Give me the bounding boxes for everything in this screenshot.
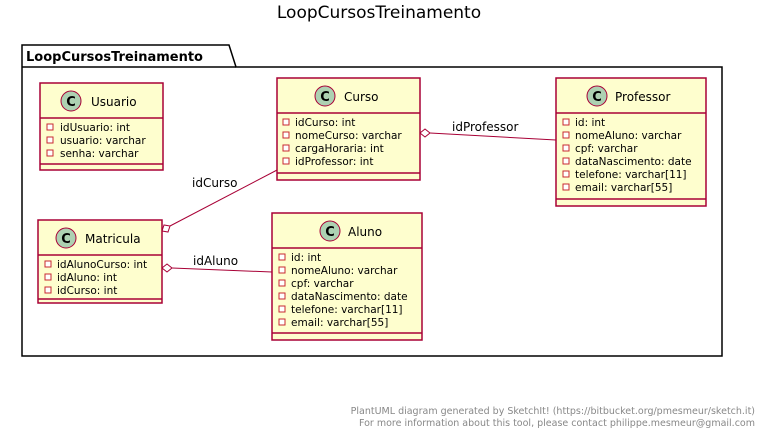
private-visibility-icon [562,118,570,126]
attribute: cargaHoraria: int [295,143,384,155]
private-visibility-icon [278,279,286,287]
attribute: idUsuario: int [60,122,130,134]
class-box [39,82,164,171]
diagram-title: LoopCursosTreinamento [277,3,481,23]
class-name: Usuario [91,95,137,109]
attribute: idCurso: int [295,117,355,129]
footer-line-1: PlantUML diagram generated by SketchIt! … [351,406,755,417]
private-visibility-icon [46,149,54,157]
class-professor: C Professor id: int nomeAluno: varchar c… [555,77,707,207]
class-name: Curso [344,90,379,104]
private-visibility-icon [278,305,286,313]
aggregation-diamond-matricula-curso [161,224,171,233]
private-visibility-icon [282,144,290,152]
private-visibility-icon [282,131,290,139]
class-badge-icon [586,85,608,107]
private-visibility-icon [282,118,290,126]
package-frame [21,44,723,357]
aggregation-diamond-curso [419,128,431,138]
class-badge-letter: C [66,95,76,110]
class-usuario: C Usuario idUsuario: int usuario: varcha… [39,82,164,171]
class-name: Matricula [85,232,141,246]
class-matricula: C Matricula idAlunoCurso: int idAluno: i… [37,219,163,304]
class-box [276,77,421,181]
package: LoopCursosTreinamento [21,44,723,357]
class-badge-letter: C [325,225,335,240]
attribute: telefone: varchar[11] [291,304,403,316]
private-visibility-icon [278,318,286,326]
attribute: cpf: varchar [575,143,638,155]
relations: idProfessor idCurso idAluno [161,120,557,273]
attribute: nomeAluno: varchar [575,130,682,142]
attribute: dataNascimento: date [291,291,408,303]
class-badge-icon [314,85,336,107]
class-badge-icon [60,90,82,112]
private-visibility-icon [44,260,52,268]
relation-label-idaluno: idAluno [193,254,238,268]
relation-label-idprofessor: idProfessor [452,120,518,134]
attribute: id: int [575,117,605,129]
attribute: email: varchar[55] [575,182,672,194]
private-visibility-icon [562,157,570,165]
private-visibility-icon [562,131,570,139]
attribute: idAluno: int [57,272,117,284]
private-visibility-icon [278,292,286,300]
attribute: idProfessor: int [295,156,373,168]
attribute: email: varchar[55] [291,317,388,329]
aggregation-diamond-matricula-aluno [161,263,173,273]
class-aluno: C Aluno id: int nomeAluno: varchar cpf: … [271,212,423,341]
class-curso: C Curso idCurso: int nomeCurso: varchar … [276,77,421,181]
class-name: Aluno [348,225,382,239]
attribute: cpf: varchar [291,278,354,290]
edge-matricula-aluno [171,267,273,273]
attribute: idAlunoCurso: int [57,259,147,271]
private-visibility-icon [562,144,570,152]
private-visibility-icon [44,286,52,294]
private-visibility-icon [46,136,54,144]
class-badge-icon [55,227,77,249]
attribute: senha: varchar [60,148,139,160]
private-visibility-icon [282,157,290,165]
private-visibility-icon [562,183,570,191]
attribute: nomeAluno: varchar [291,265,398,277]
private-visibility-icon [278,253,286,261]
attribute: id: int [291,252,321,264]
private-visibility-icon [278,266,286,274]
relation-label-idcurso: idCurso [192,176,237,190]
private-visibility-icon [562,170,570,178]
class-box [555,77,707,207]
attribute: telefone: varchar[11] [575,169,687,181]
footer-line-2: For more information about this tool, pl… [359,418,755,429]
attribute: idCurso: int [57,285,117,297]
class-badge-letter: C [592,90,602,105]
private-visibility-icon [44,273,52,281]
edge-matricula-curso [169,168,280,227]
class-box [271,212,423,341]
attribute: nomeCurso: varchar [295,130,402,142]
class-name: Professor [615,90,670,104]
class-badge-letter: C [320,90,330,105]
class-badge-icon [319,220,341,242]
private-visibility-icon [46,123,54,131]
attribute: dataNascimento: date [575,156,692,168]
package-name: LoopCursosTreinamento [26,50,203,65]
class-badge-letter: C [61,232,71,247]
attribute: usuario: varchar [60,135,146,147]
edge-curso-professor [429,132,557,141]
